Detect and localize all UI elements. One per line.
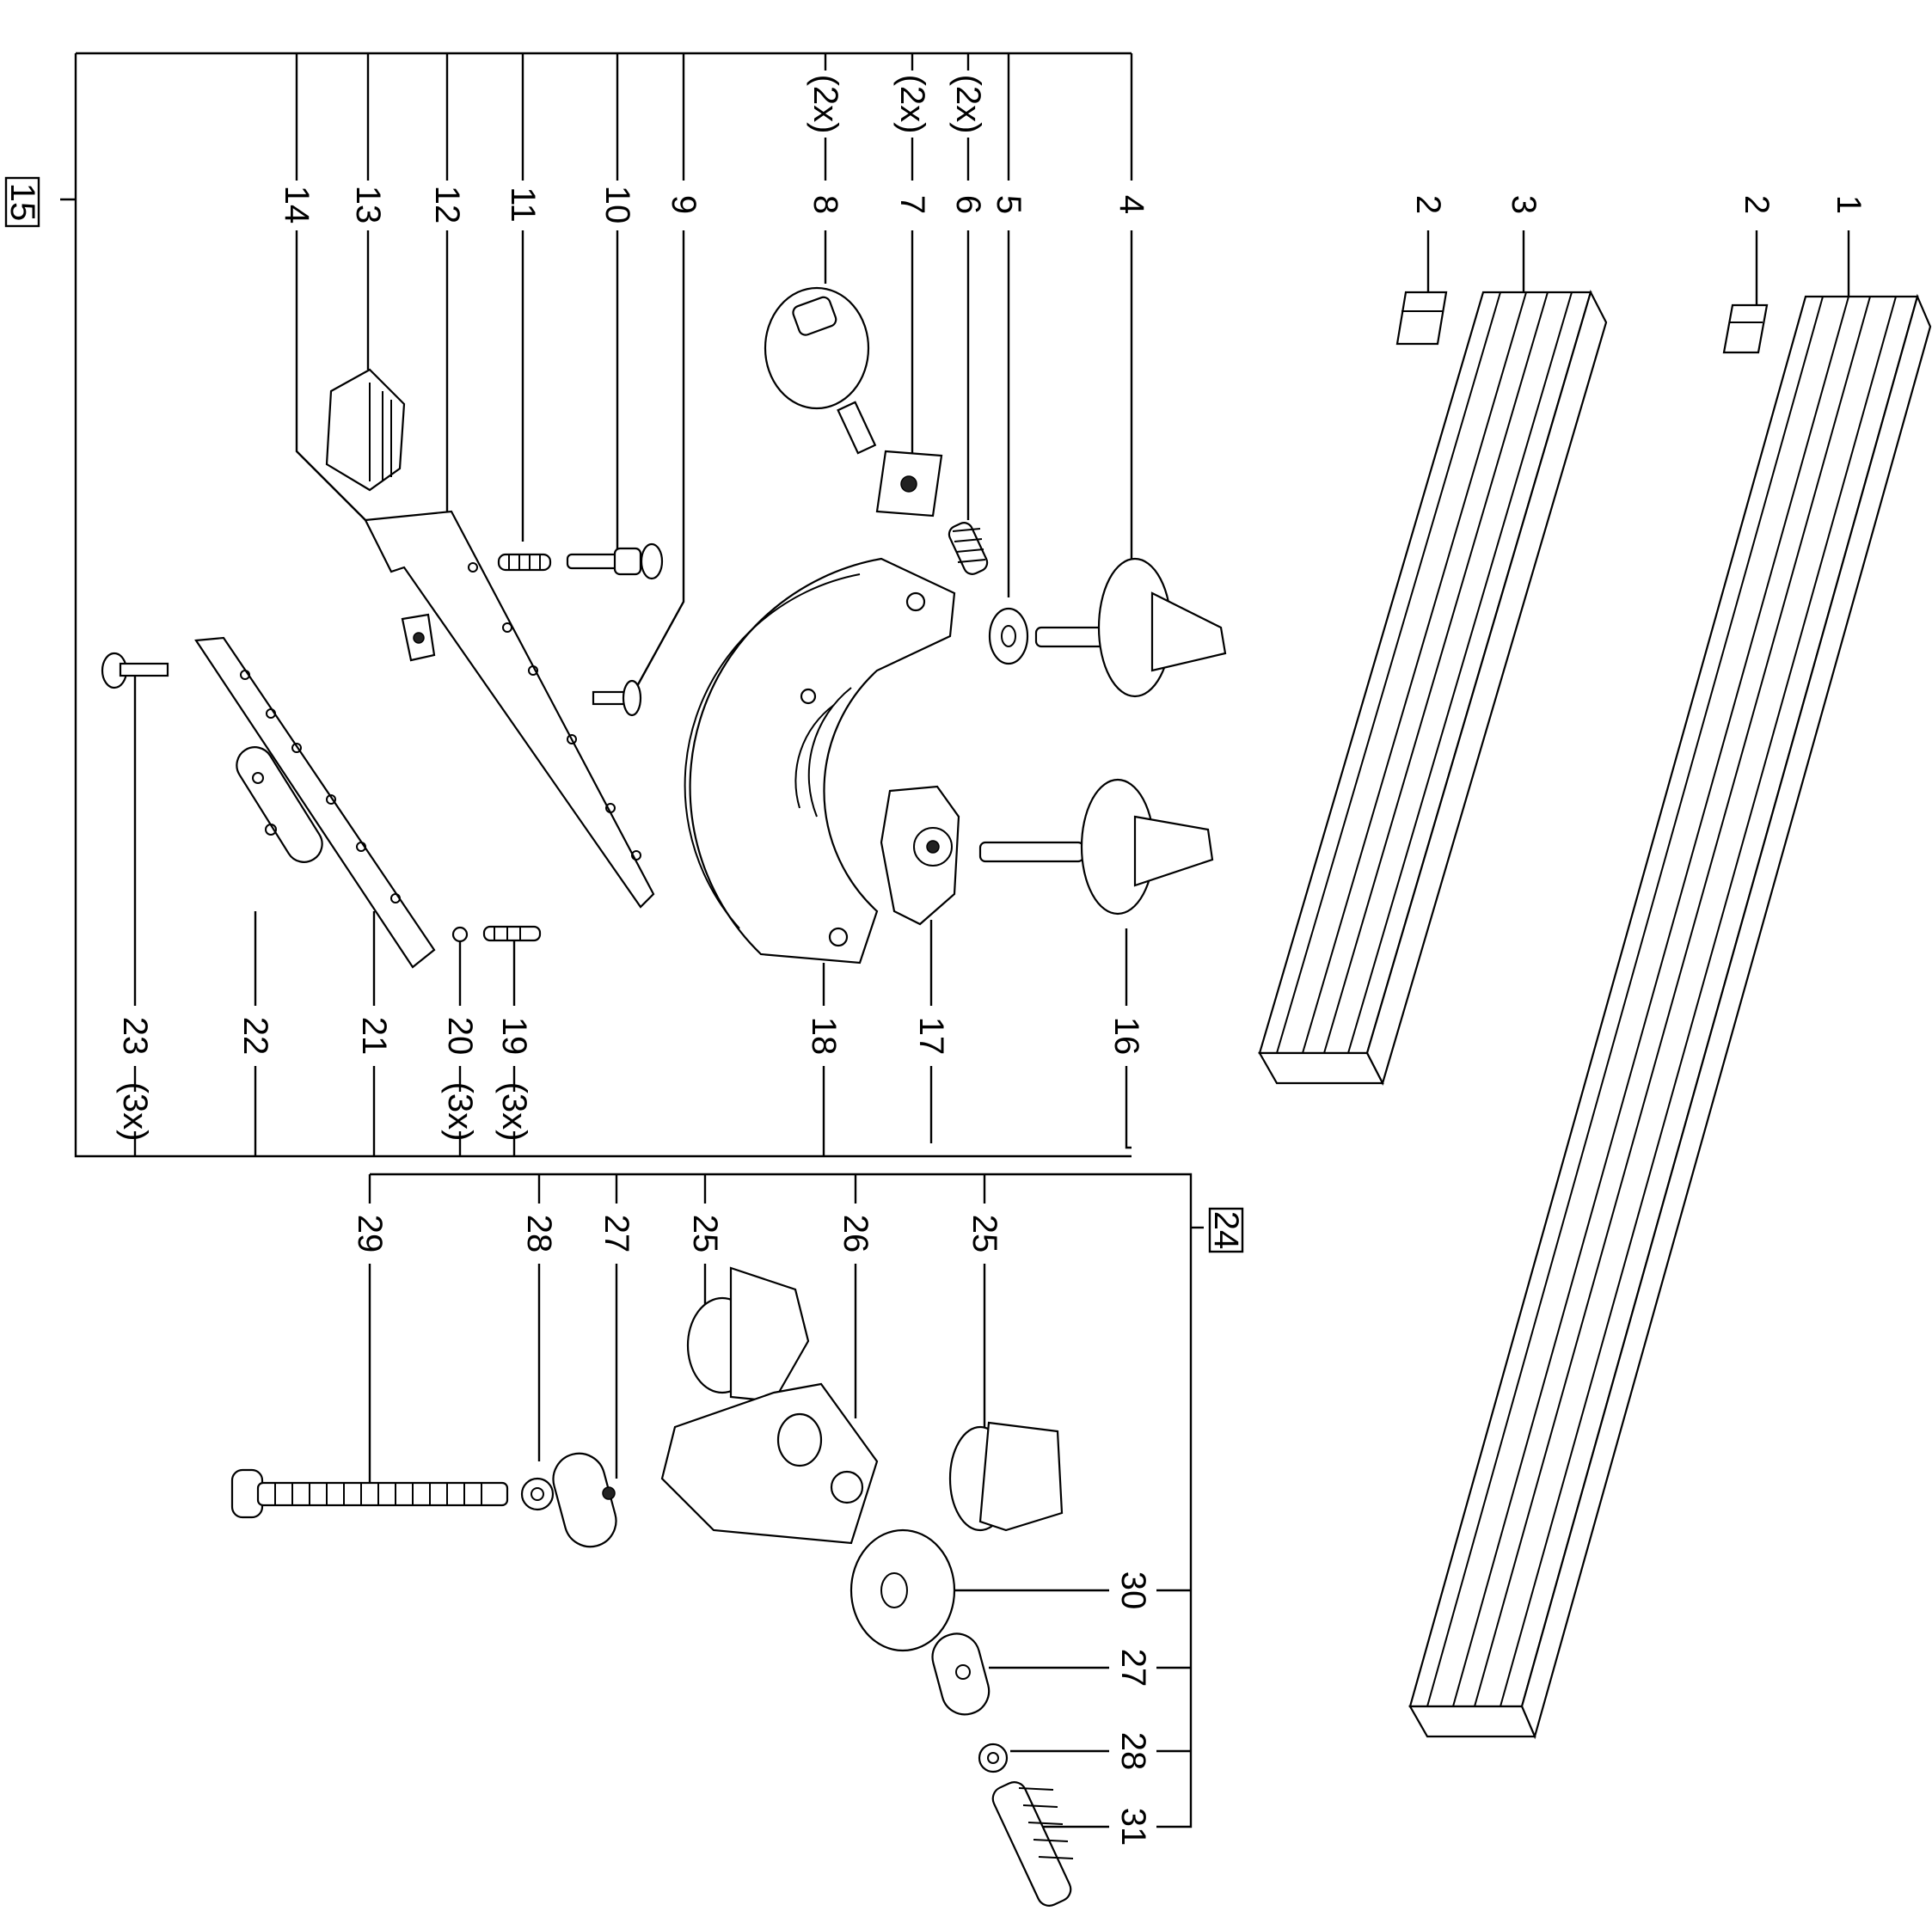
label-part-28-right: 28	[1114, 1732, 1152, 1771]
square-nut-7	[875, 450, 943, 518]
assembly-15-bracket	[4, 52, 1133, 1158]
knob-25-left	[686, 1266, 810, 1403]
washer-20	[451, 926, 469, 943]
slot-plate-22	[236, 746, 323, 863]
bar-21	[194, 636, 436, 969]
spring-31	[991, 1781, 1074, 1907]
label-part-27-left: 27	[598, 1215, 635, 1253]
label-part-5: 5	[990, 195, 1027, 214]
assembly-24-box	[1208, 1207, 1244, 1253]
housing-26	[660, 1382, 879, 1545]
wheel-30	[849, 1528, 956, 1652]
washer-27-left	[552, 1452, 617, 1548]
label-part-14: 14	[278, 186, 316, 224]
bar-12	[364, 510, 655, 909]
label-part-23: 23	[116, 1017, 154, 1056]
label-part-11: 11	[504, 187, 542, 223]
label-part-13: 13	[349, 186, 387, 224]
label-part-2-rail-1: 2	[1738, 195, 1776, 214]
label-part-21: 21	[355, 1017, 393, 1056]
clamp-17	[880, 785, 960, 926]
label-assembly-24: 24	[1207, 1211, 1245, 1250]
label-part-17: 17	[912, 1017, 950, 1056]
label-part-3: 3	[1505, 195, 1543, 214]
screw-10	[566, 542, 664, 580]
label-part-12: 12	[428, 186, 466, 224]
pin-19	[482, 925, 542, 942]
label-part-27-right: 27	[1114, 1649, 1152, 1687]
rail-3	[1258, 290, 1608, 1086]
washer-27-right	[931, 1632, 991, 1716]
label-qty-6: (2x)	[949, 75, 987, 134]
knob-16	[978, 778, 1214, 916]
label-part-25-left: 25	[686, 1215, 724, 1253]
spring-6	[948, 522, 989, 575]
label-part-22: 22	[236, 1017, 274, 1056]
label-part-2-rail-3: 2	[1409, 195, 1447, 214]
end-cap-2-rail-1	[1722, 303, 1769, 354]
label-part-7: 7	[893, 195, 931, 214]
label-part-10: 10	[598, 186, 636, 224]
knob-4	[1034, 557, 1227, 698]
label-part-19: 19	[495, 1017, 533, 1056]
star-washer-28-right	[978, 1743, 1009, 1773]
label-qty-23: (3x)	[116, 1082, 154, 1142]
label-part-9: 9	[665, 195, 702, 214]
knob-8	[764, 286, 877, 455]
screw-23	[101, 652, 169, 689]
label-part-16: 16	[1107, 1017, 1145, 1056]
label-part-25-right: 25	[966, 1215, 1003, 1253]
screw-9	[592, 679, 642, 717]
rail-1	[1408, 293, 1932, 1740]
label-part-29: 29	[351, 1215, 389, 1253]
label-part-18: 18	[805, 1017, 843, 1056]
label-part-1: 1	[1830, 195, 1868, 214]
label-part-31: 31	[1114, 1808, 1152, 1847]
label-part-8: 8	[807, 195, 844, 214]
pin-11	[497, 553, 552, 572]
knob-25-right	[948, 1421, 1064, 1532]
nut-14	[401, 613, 436, 662]
bolt-29	[230, 1468, 509, 1519]
label-part-28-left: 28	[520, 1215, 558, 1253]
protractor-18	[684, 557, 956, 965]
label-part-30: 30	[1114, 1571, 1152, 1610]
label-part-4: 4	[1113, 195, 1150, 214]
label-qty-7: (2x)	[893, 75, 931, 134]
assembly-15-box	[4, 176, 40, 228]
star-washer-28-left	[520, 1477, 555, 1511]
end-cap-2-rail-3	[1395, 291, 1448, 346]
washer-5	[988, 607, 1029, 665]
label-qty-19: (3x)	[495, 1082, 533, 1142]
label-assembly-15: 15	[3, 183, 41, 222]
label-part-6: 6	[949, 195, 987, 214]
label-qty-8: (2x)	[807, 75, 844, 134]
assembly-24-bracket	[368, 1173, 1244, 1828]
label-qty-20: (3x)	[441, 1082, 479, 1142]
label-part-20: 20	[441, 1017, 479, 1056]
label-part-26: 26	[837, 1215, 874, 1253]
clamp-13	[325, 368, 406, 492]
